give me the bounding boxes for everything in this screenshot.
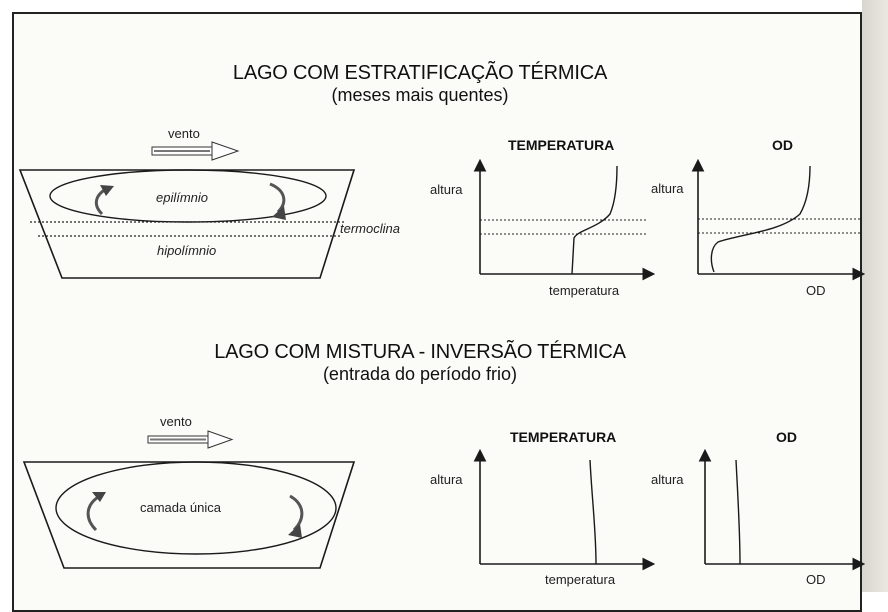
adjacent-page-edge — [862, 0, 888, 592]
temp1-y-label: altura — [430, 182, 463, 197]
od2-y-label: altura — [651, 472, 684, 487]
diagram-drawing — [18, 141, 866, 571]
circulation-arrow-left-2 — [86, 494, 101, 532]
lake-basin-1 — [18, 169, 356, 279]
lake-basin-2 — [22, 461, 356, 569]
section2-subtitle: (entrada do período frio) — [322, 364, 518, 384]
temp2-chart-title: TEMPERATURA — [510, 429, 617, 445]
page: LAGO COM ESTRATIFICAÇÃO TÉRMICA (meses m… — [12, 0, 888, 612]
od1-x-label: OD — [806, 283, 826, 298]
od2-profile-curve — [735, 459, 741, 565]
od1-profile-curve — [710, 165, 811, 273]
od1-chart-title: OD — [772, 137, 793, 153]
thermocline-label: termoclina — [340, 221, 400, 236]
od1-y-label: altura — [651, 181, 684, 196]
hypolimnion-label: hipolímnio — [157, 243, 217, 258]
temp2-profile-curve — [589, 459, 597, 565]
circulation-arrow-right-2 — [289, 494, 304, 532]
wind-label-2: vento — [160, 414, 192, 429]
od2-x-label: OD — [806, 572, 826, 587]
epilimnion-label: epilímnio — [156, 190, 209, 205]
section1-title: LAGO COM ESTRATIFICAÇÃO TÉRMICA — [232, 62, 608, 84]
circulation-ellipse-2 — [55, 461, 337, 555]
section2-title: LAGO COM MISTURA - INVERSÃO TÉRMICA — [214, 341, 626, 363]
temp2-y-label: altura — [430, 472, 463, 487]
circulation-arrow-right-1 — [269, 182, 286, 214]
wind-label-1: vento — [168, 126, 200, 141]
temp1-chart-title: TEMPERATURA — [508, 137, 615, 153]
temp1-profile-curve — [571, 165, 618, 275]
section1-subtitle: (meses mais quentes) — [331, 85, 509, 105]
single-layer-label: camada única — [140, 500, 221, 515]
wind-arrow-2 — [147, 430, 234, 449]
wind-arrow-1 — [151, 141, 240, 161]
figure-frame — [12, 12, 862, 612]
temp2-x-label: temperatura — [545, 572, 616, 587]
temp1-x-label: temperatura — [549, 283, 620, 298]
od2-chart-title: OD — [776, 429, 797, 445]
